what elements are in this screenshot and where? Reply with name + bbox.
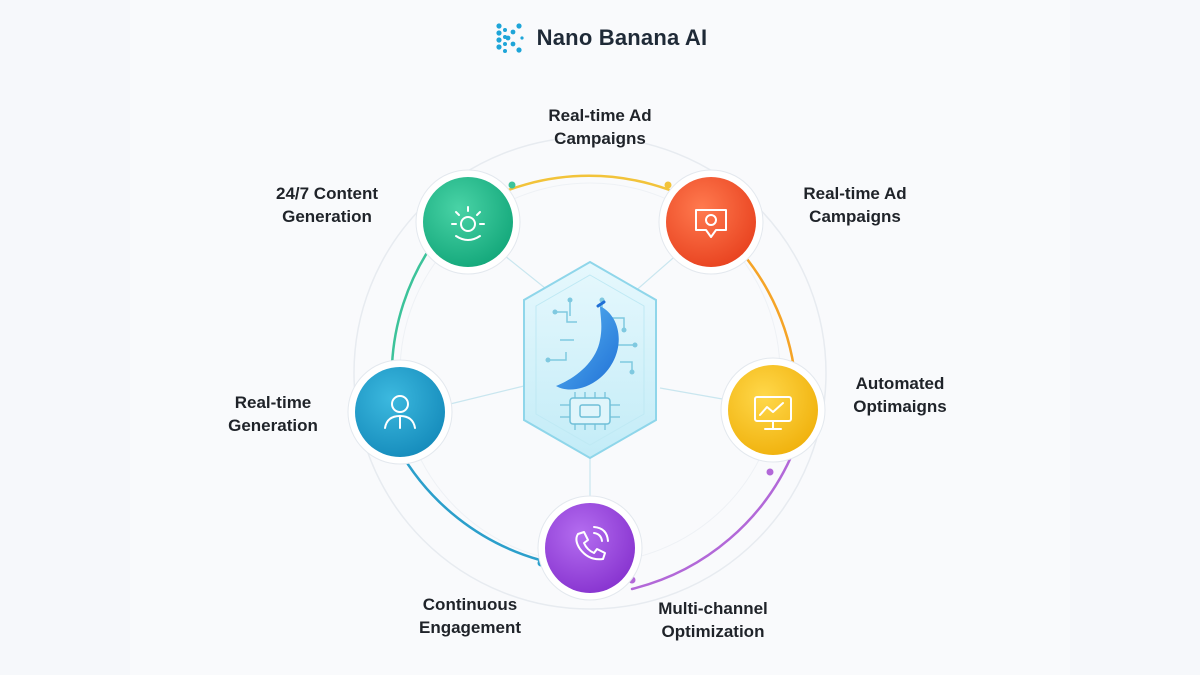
label-continuous-engagement: Continuous Engagement (418, 595, 522, 637)
banana-circuit-chip-icon (523, 260, 657, 460)
robot-icon (451, 206, 485, 241)
label-top-ad-campaigns: Real-time Ad Campaigns (548, 106, 652, 148)
node-ad-campaigns[interactable] (658, 169, 764, 275)
person-icon (384, 395, 416, 429)
node-automated-optimaigns[interactable] (720, 357, 826, 463)
label-realtime-generation: Real-time Generation (228, 393, 318, 435)
label-multi-channel: Multi-channel Optimization (658, 599, 768, 641)
arc-lower-right (630, 448, 796, 591)
camera-pin-icon (695, 209, 727, 238)
label-automated-optimaigns: Automated Optimaigns (853, 374, 947, 416)
label-ad-campaigns: Real-time Ad Campaigns (803, 184, 907, 226)
label-content-generation: 24/7 Content Generation (275, 184, 379, 226)
k-dots-logo-icon (496, 23, 524, 53)
arc-lower-left (396, 446, 542, 562)
node-multi-channel[interactable] (537, 495, 643, 601)
brand-header: Nano Banana AI (0, 18, 1200, 58)
arc-upper-left (390, 246, 432, 367)
monitor-chart-icon (754, 396, 792, 430)
node-content-generation[interactable] (415, 169, 521, 275)
phone-call-icon (575, 526, 609, 561)
node-realtime-generation[interactable] (347, 359, 453, 465)
outer-faint-circle (353, 136, 827, 610)
brand-name: Nano Banana AI (536, 25, 708, 50)
